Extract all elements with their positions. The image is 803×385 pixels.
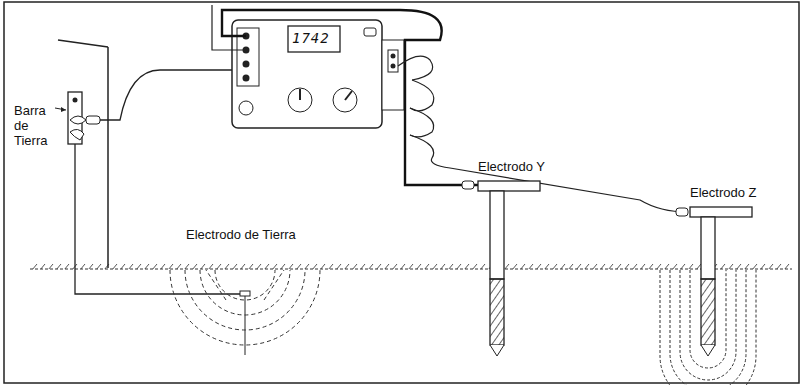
- part-label: Electrodo de Tierra: [186, 228, 296, 243]
- part-label: Electrodo Z: [690, 186, 756, 201]
- part-label: Electrodo Y: [478, 160, 545, 175]
- meter-display-value: 1742: [292, 30, 330, 46]
- part-label: Barra de Tierra: [14, 104, 58, 149]
